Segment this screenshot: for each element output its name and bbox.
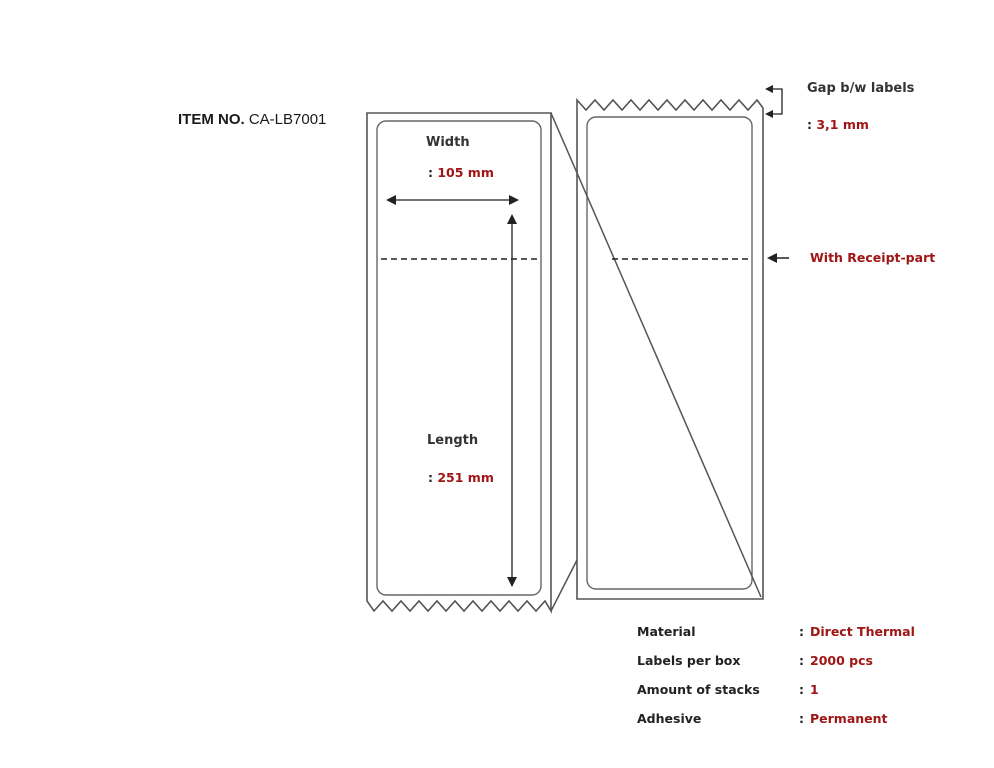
spec-colon: : — [799, 682, 804, 697]
fold-line-bottom — [550, 559, 578, 612]
spec-value: 2000 pcs — [810, 653, 873, 668]
gap-arrow-bottom-head — [765, 110, 773, 118]
gap-bracket — [768, 88, 783, 115]
length-colon: : — [428, 470, 433, 485]
length-value: : 251 mm — [428, 470, 494, 485]
spec-value: Permanent — [810, 711, 888, 726]
item-number-value: CA-LB7001 — [248, 111, 327, 128]
back-label-outline — [576, 97, 764, 600]
spec-key: Amount of stacks — [637, 682, 760, 697]
width-arrow-head-left — [386, 195, 396, 205]
gap-label: Gap b/w labels — [807, 81, 915, 96]
length-label: Length — [427, 433, 479, 448]
length-arrow-head-bottom — [507, 577, 517, 587]
spec-colon: : — [799, 711, 804, 726]
receipt-part-label: With Receipt-part — [810, 250, 936, 265]
gap-value-text: 3,1 mm — [816, 117, 869, 132]
item-number-prefix: ITEM NO. — [178, 111, 245, 128]
spec-key: Labels per box — [637, 653, 741, 668]
width-value-text: 105 mm — [437, 165, 494, 180]
width-arrow-head-right — [509, 195, 519, 205]
spec-key: Material — [637, 624, 696, 639]
front-label-outline — [366, 112, 552, 614]
spec-value: Direct Thermal — [810, 624, 915, 639]
spec-colon: : — [799, 624, 804, 639]
width-colon: : — [428, 165, 433, 180]
length-value-text: 251 mm — [437, 470, 494, 485]
gap-value: : 3,1 mm — [807, 117, 869, 132]
gap-colon: : — [807, 117, 812, 132]
spec-colon: : — [799, 653, 804, 668]
gap-arrow-top-head — [765, 85, 773, 93]
width-value: : 105 mm — [428, 165, 494, 180]
width-label: Width — [426, 135, 470, 150]
spec-key: Adhesive — [637, 711, 702, 726]
spec-value: 1 — [810, 682, 819, 697]
receipt-arrow-head — [767, 253, 777, 263]
fold-line-top — [550, 112, 762, 598]
front-label-inner — [376, 120, 542, 596]
item-number: ITEM NO. CA-LB7001 — [178, 111, 326, 128]
back-label-inner — [586, 116, 753, 590]
length-arrow-head-top — [507, 214, 517, 224]
